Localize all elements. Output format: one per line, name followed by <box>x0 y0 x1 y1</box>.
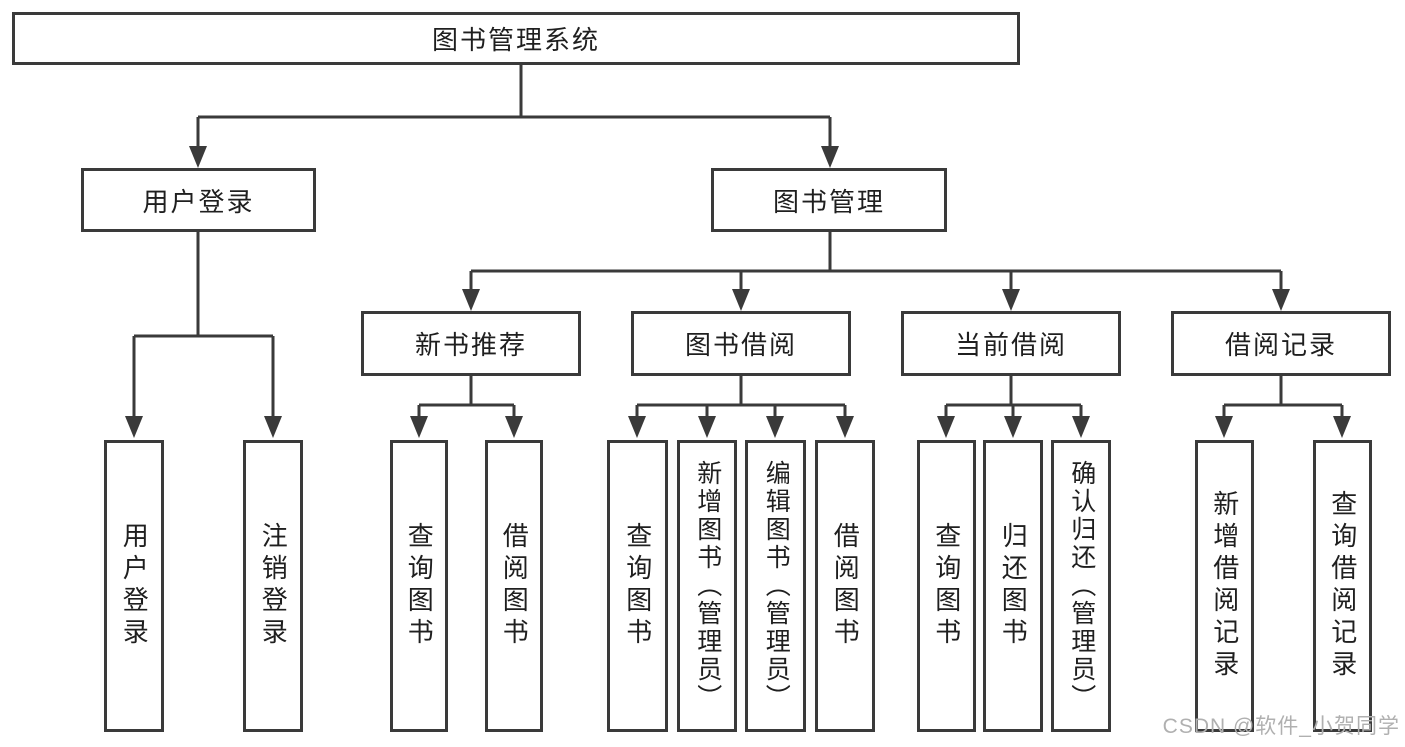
leaf-query-books-3-label: 查询图书 <box>931 522 962 650</box>
leaf-borrow-books-1-label: 借阅图书 <box>499 522 530 650</box>
leaf-query-books-2-label: 查询图书 <box>622 522 653 650</box>
node-book-borrow: 图书借阅 <box>631 311 851 376</box>
leaf-add-borrow-record-label: 新增借阅记录 <box>1209 490 1240 682</box>
leaf-logout-label: 注销登录 <box>258 522 289 650</box>
leaf-query-borrow-record-label: 查询借阅记录 <box>1327 490 1358 682</box>
leaf-edit-book-admin: 编辑图书（管理员） <box>745 440 806 732</box>
leaf-query-books-1: 查询图书 <box>390 440 448 732</box>
csdn-watermark: CSDN @软件_小贺同学 <box>1162 715 1400 738</box>
leaf-add-book-admin: 新增图书（管理员） <box>677 440 737 732</box>
leaf-return-books-label: 归还图书 <box>998 522 1029 650</box>
leaf-borrow-books-1: 借阅图书 <box>485 440 543 732</box>
node-new-book-recommend: 新书推荐 <box>361 311 581 376</box>
leaf-query-borrow-record: 查询借阅记录 <box>1313 440 1372 732</box>
node-book-management: 图书管理 <box>711 168 947 232</box>
leaf-return-books: 归还图书 <box>983 440 1043 732</box>
leaf-add-book-admin-label: 新增图书（管理员） <box>693 460 722 712</box>
node-user-login: 用户登录 <box>81 168 316 232</box>
leaf-confirm-return-admin: 确认归还（管理员） <box>1051 440 1111 732</box>
leaf-query-books-2: 查询图书 <box>607 440 668 732</box>
leaf-user-login: 用户登录 <box>104 440 164 732</box>
leaf-edit-book-admin-label: 编辑图书（管理员） <box>762 460 791 712</box>
node-current-borrow: 当前借阅 <box>901 311 1121 376</box>
connector-arrowheads <box>125 146 1351 438</box>
node-borrow-records: 借阅记录 <box>1171 311 1391 376</box>
leaf-confirm-return-admin-label: 确认归还（管理员） <box>1067 460 1096 712</box>
leaf-borrow-books-2: 借阅图书 <box>815 440 875 732</box>
leaf-logout: 注销登录 <box>243 440 303 732</box>
node-library-system: 图书管理系统 <box>12 12 1020 65</box>
leaf-query-books-1-label: 查询图书 <box>404 522 435 650</box>
leaf-query-books-3: 查询图书 <box>917 440 976 732</box>
leaf-add-borrow-record: 新增借阅记录 <box>1195 440 1254 732</box>
leaf-user-login-label: 用户登录 <box>119 522 150 650</box>
leaf-borrow-books-2-label: 借阅图书 <box>830 522 861 650</box>
connector-line-path <box>132 65 1344 424</box>
